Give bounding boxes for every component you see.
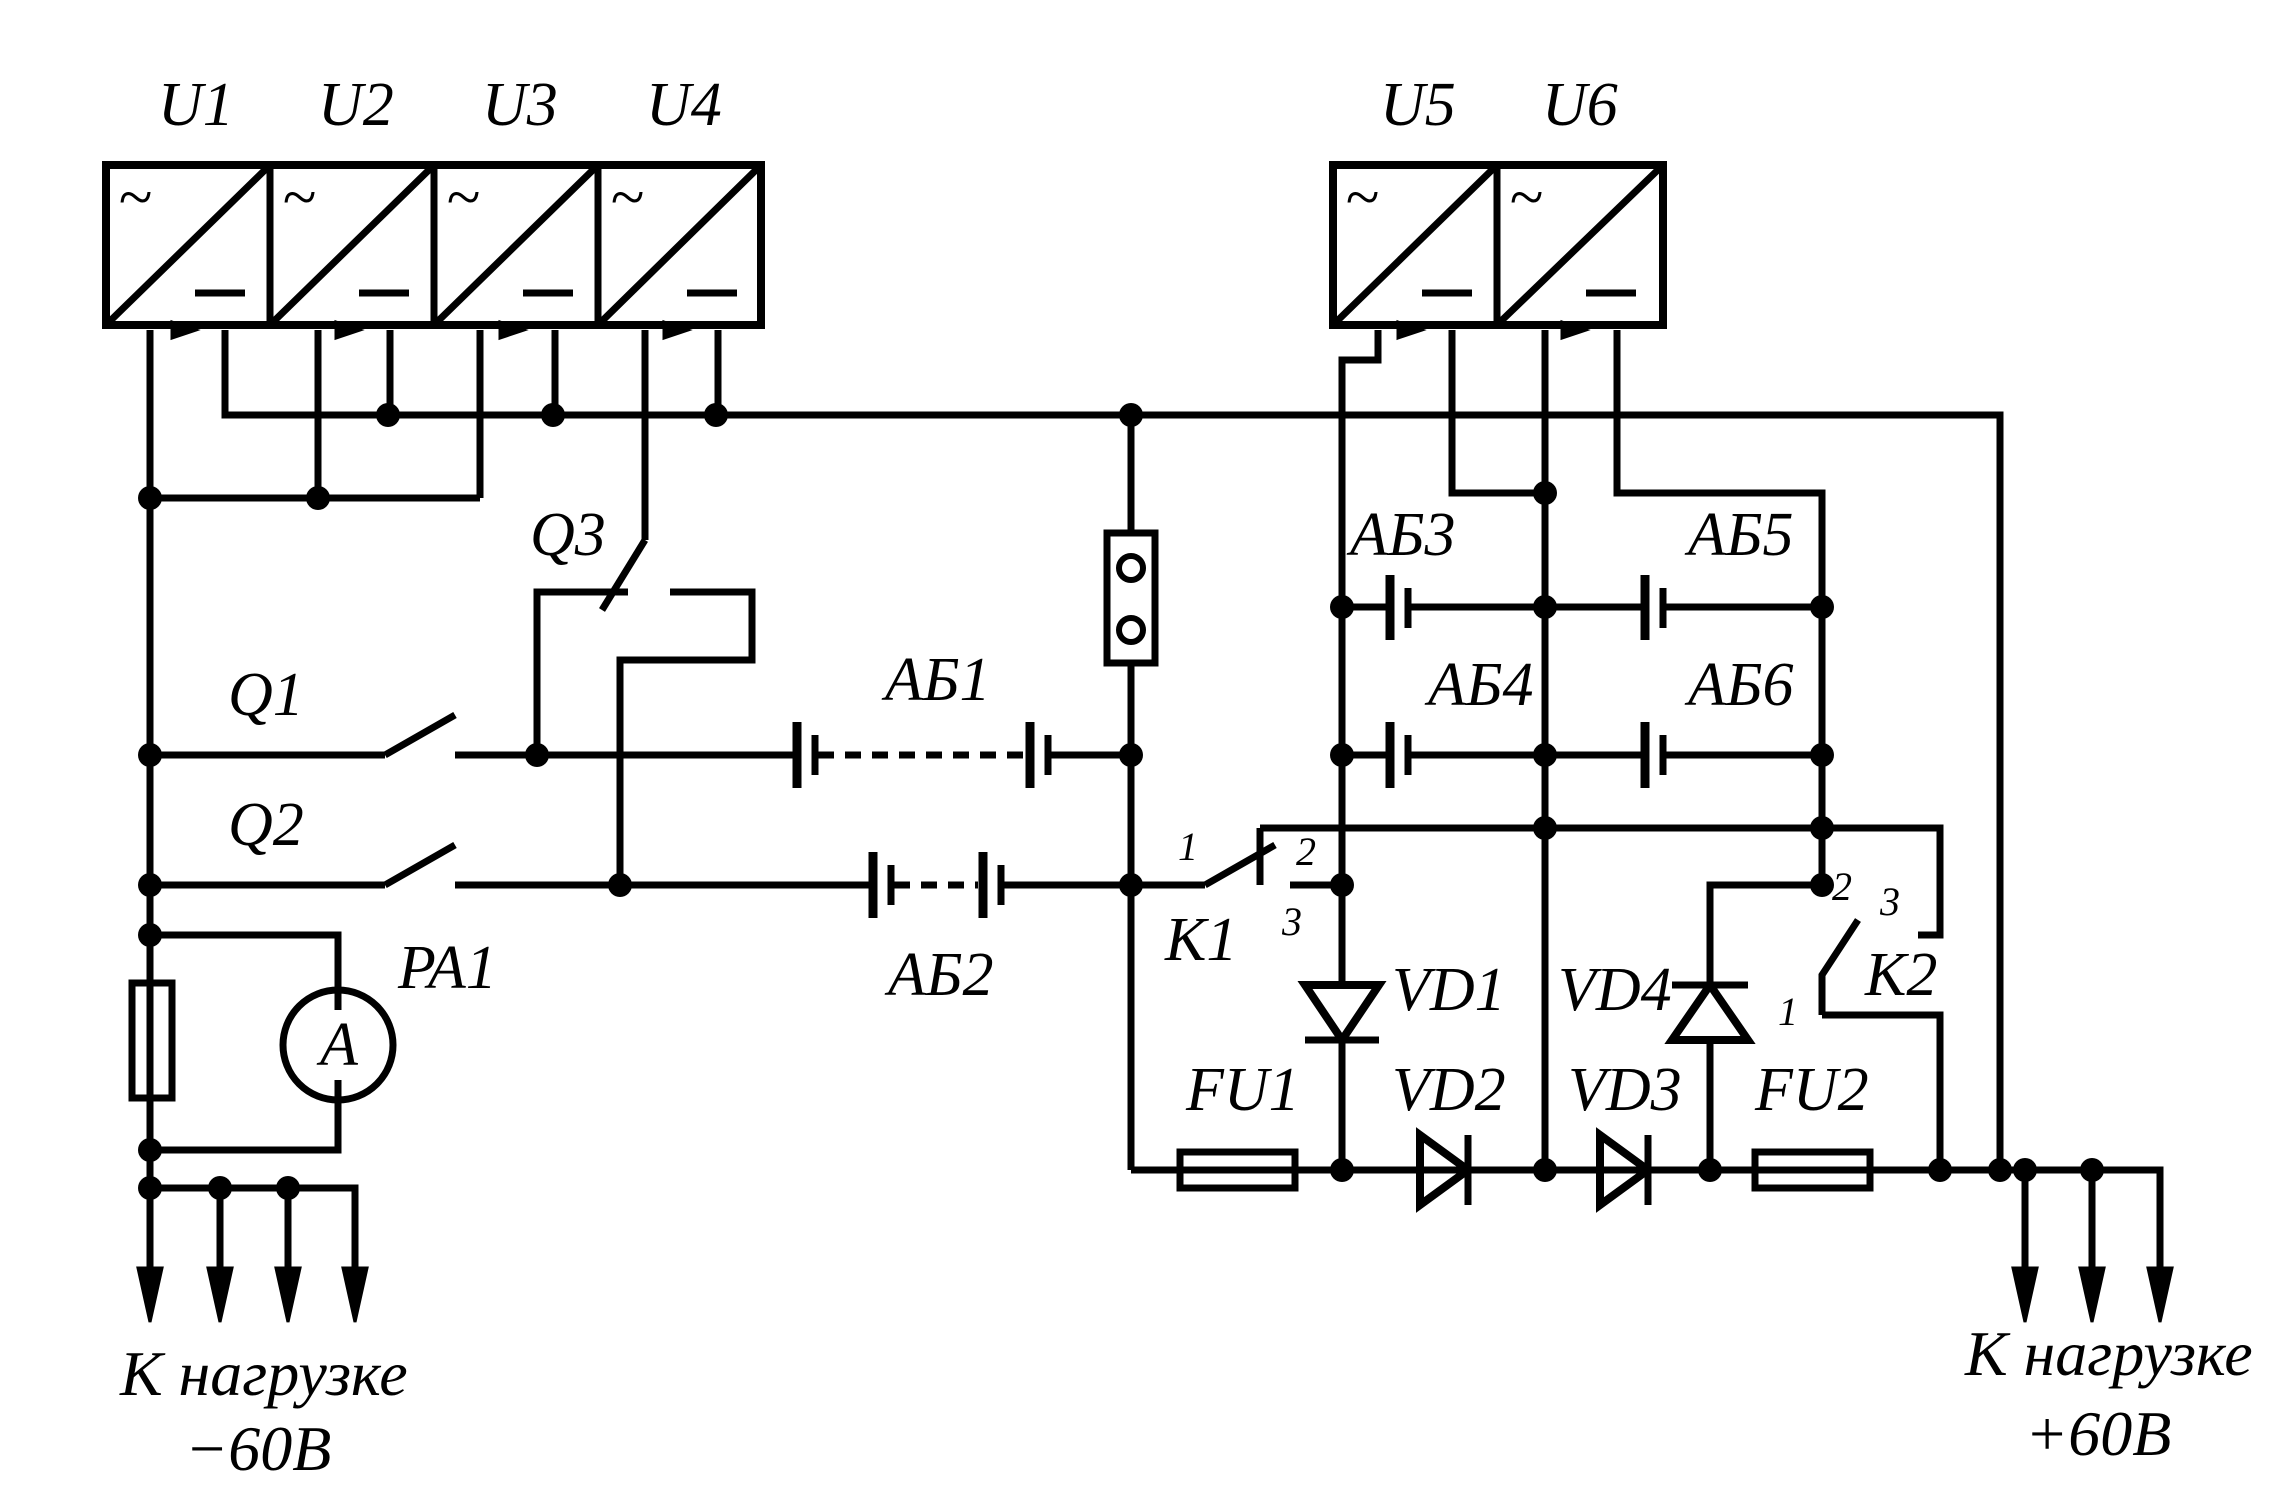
q3-label: Q3	[530, 501, 606, 569]
vd1-label: VD1	[1392, 956, 1506, 1024]
k1-pin3: 3	[1281, 899, 1302, 944]
k1-pin2: 2	[1296, 829, 1316, 874]
rectifier-group-left: ~ ~ ~ ~ U1 U2 U3 U4	[102, 71, 765, 341]
ab1-label: АБ1	[881, 646, 990, 714]
q1-label: Q1	[228, 661, 304, 729]
k2-label: K2	[1864, 941, 1937, 1009]
vd3-label: VD3	[1568, 1056, 1682, 1124]
u6-label: U6	[1542, 71, 1618, 139]
k1-label: K1	[1164, 906, 1237, 974]
u3-label: U3	[482, 71, 558, 139]
central-column	[1103, 415, 1180, 1174]
ab3-label: АБ3	[1346, 501, 1455, 569]
negative-bus-wiring	[146, 330, 2004, 1190]
diode-vd2: VD2	[1392, 1056, 1506, 1213]
junction-dots	[138, 403, 2104, 1200]
ab6-label: АБ6	[1684, 651, 1793, 719]
diode-vd1: VD1	[1297, 956, 1506, 1048]
u5-ac-symbol: ~	[1345, 164, 1379, 232]
ab5-label: АБ5	[1684, 501, 1793, 569]
k2-pin2: 2	[1832, 864, 1852, 909]
k2-pin3: 3	[1879, 879, 1900, 924]
u4-label: U4	[646, 71, 722, 139]
vd2-label: VD2	[1392, 1056, 1506, 1124]
k2-pin1: 1	[1778, 989, 1798, 1034]
right-battery-cluster: АБ3 АБ4 АБ5 АБ6	[1256, 330, 1944, 1170]
minus-load-line2: −60В	[185, 1413, 331, 1484]
relay-k2: 2 3 1 K2	[1706, 828, 1944, 1170]
plus-load-line1: К нагрузке	[1964, 1318, 2253, 1389]
u4-ac-symbol: ~	[610, 164, 644, 232]
branch-q1-ab1: Q1 АБ1	[150, 646, 1131, 788]
rectifier-group-right: ~ ~ U5 U6	[1329, 71, 1667, 341]
shunt-and-ammeter: A PA1	[128, 931, 497, 1154]
k1-pin1: 1	[1178, 824, 1198, 869]
ab2-label: АБ2	[884, 941, 993, 1009]
u2-label: U2	[318, 71, 394, 139]
fu2-label: FU2	[1754, 1056, 1869, 1124]
vd4-label: VD4	[1558, 956, 1672, 1024]
u2-ac-symbol: ~	[282, 164, 316, 232]
minus-load-line1: К нагрузке	[119, 1338, 408, 1409]
u3-ac-symbol: ~	[446, 164, 480, 232]
positive-load-outputs: К нагрузке +60В	[1908, 1166, 2253, 1469]
diode-vd3: VD3	[1568, 1056, 1682, 1213]
ammeter-symbol: A	[316, 1011, 359, 1079]
q2-label: Q2	[228, 791, 304, 859]
u6-ac-symbol: ~	[1509, 164, 1543, 232]
u1-label: U1	[158, 71, 234, 139]
fu1-label: FU1	[1185, 1056, 1300, 1124]
u5-label: U5	[1380, 71, 1456, 139]
plus-load-line2: +60В	[2025, 1398, 2171, 1469]
branch-q2-ab2: Q2 АБ2	[150, 791, 1131, 1009]
diode-vd4: VD4	[1558, 956, 1756, 1044]
relay-k1: 1 2 3 K1	[1131, 824, 1342, 974]
ab4-label: АБ4	[1424, 651, 1533, 719]
pa1-label: PA1	[397, 934, 497, 1002]
switch-q3: Q3	[530, 501, 756, 885]
negative-load-outputs: К нагрузке −60В	[119, 1184, 408, 1484]
u1-ac-symbol: ~	[118, 164, 152, 232]
